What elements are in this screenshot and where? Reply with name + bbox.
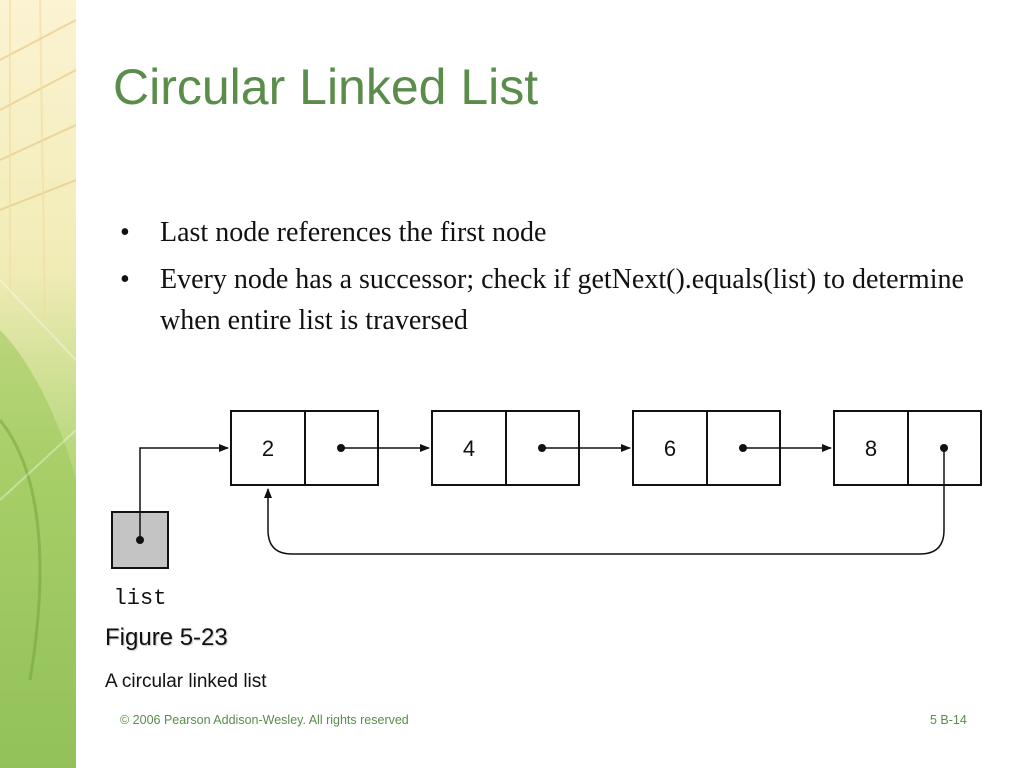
node-data-cell xyxy=(431,410,507,486)
list-node: 6 xyxy=(632,410,781,486)
list-head-label: list xyxy=(114,586,167,611)
circular-back-arrow xyxy=(264,448,945,555)
slide-title: Circular Linked List xyxy=(113,59,539,115)
copyright-footer: © 2006 Pearson Addison-Wesley. All right… xyxy=(120,713,409,727)
bullet-text: Every node has a successor; check if get… xyxy=(160,264,964,336)
figure-number: Figure 5-23 xyxy=(105,624,228,651)
node-value: 2 xyxy=(262,436,274,461)
figure-caption: A circular linked list xyxy=(105,671,267,692)
bullet-item: • Last node references the first node xyxy=(120,212,1000,253)
decorative-side-strip xyxy=(0,0,76,768)
bullet-icon: • xyxy=(120,217,130,248)
slide-number: 5 B-14 xyxy=(930,713,967,727)
bullet-list: • Last node references the first node • … xyxy=(120,212,1000,347)
node-value: 6 xyxy=(664,436,676,461)
list-node: 8 xyxy=(833,410,982,486)
bullet-icon: • xyxy=(120,264,130,295)
node-value: 4 xyxy=(463,436,475,461)
bullet-text: Last node references the first node xyxy=(160,217,547,248)
bullet-item: • Every node has a successor; check if g… xyxy=(120,259,1000,341)
node-value: 8 xyxy=(865,436,877,461)
head-arrow xyxy=(139,444,229,540)
circular-linked-list-diagram: list 2 4 6 8 xyxy=(111,410,982,611)
node-data-cell xyxy=(833,410,909,486)
